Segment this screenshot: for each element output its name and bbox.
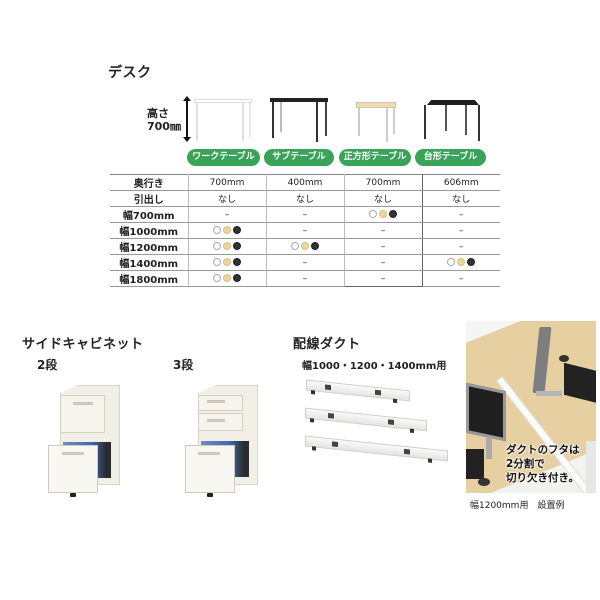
pill-square-table: 正方形テーブル — [339, 149, 411, 166]
duct-1400-image — [305, 435, 448, 463]
duct-1200-image — [305, 407, 427, 434]
height-label: 高さ 700㎜ — [147, 107, 181, 133]
white-swatch-icon — [447, 258, 456, 266]
white-swatch-icon — [213, 242, 221, 250]
black-swatch-icon — [311, 242, 319, 250]
row-label: 幅1000mm — [110, 222, 189, 239]
color-options — [188, 238, 267, 255]
table-cell: – — [266, 254, 345, 271]
table-row-w1000: 幅1000mm – – – — [110, 222, 500, 239]
table-cell: – — [422, 222, 500, 239]
black-swatch-icon — [233, 242, 241, 250]
table-cell: なし — [343, 190, 423, 207]
duct-1000-image — [306, 379, 410, 404]
row-label: 幅1400mm — [110, 254, 189, 271]
trapezoid-table-image — [421, 100, 481, 142]
square-table-image — [356, 102, 396, 142]
duct-section-title: 配線ダクト — [293, 337, 361, 352]
pill-work-table: ワークテーブル — [187, 149, 260, 166]
photo-caption: 幅1200mm用 設置例 — [470, 501, 565, 511]
white-swatch-icon — [213, 226, 221, 234]
work-table-image — [194, 99, 252, 142]
natural-swatch-icon — [223, 242, 231, 250]
table-cell: – — [422, 238, 500, 255]
white-swatch-icon — [213, 258, 221, 266]
table-cell: – — [343, 222, 423, 239]
table-cell: – — [343, 238, 423, 255]
natural-swatch-icon — [223, 258, 231, 266]
table-cell: – — [266, 222, 345, 239]
monitor-icon — [466, 382, 506, 442]
color-options — [266, 238, 345, 255]
cabinet-3-tier-image — [183, 385, 278, 500]
table-row-w1200: 幅1200mm – – — [110, 238, 500, 255]
white-swatch-icon — [369, 210, 377, 218]
row-label: 引出し — [110, 190, 189, 207]
cabinet-2-tier-label: 2段 — [37, 358, 58, 372]
table-cell: なし — [188, 190, 267, 207]
table-cell: – — [188, 206, 267, 223]
table-row-drawer: 引出し なし なし なし なし — [110, 190, 500, 207]
table-cell: – — [422, 206, 500, 223]
table-cell: 700mm — [188, 174, 267, 191]
row-label: 幅1200mm — [110, 238, 189, 255]
natural-swatch-icon — [457, 258, 466, 266]
row-label: 幅1800mm — [110, 270, 189, 287]
table-row-w1400: 幅1400mm – – — [110, 254, 500, 271]
black-swatch-icon — [233, 258, 241, 266]
table-cell: – — [266, 206, 345, 223]
natural-swatch-icon — [379, 210, 387, 218]
table-row-depth: 奥行き 700mm 400mm 700mm 606mm — [110, 174, 500, 191]
table-cell: なし — [422, 190, 500, 207]
black-swatch-icon — [467, 258, 476, 266]
black-swatch-icon — [233, 274, 241, 282]
cabinet-section-title: サイドキャビネット — [22, 337, 144, 352]
cabinet-2-tier-image — [45, 385, 140, 500]
pill-sub-table: サブテーブル — [264, 149, 334, 166]
mouse-icon — [478, 478, 490, 486]
color-options — [422, 254, 500, 271]
sub-table-image — [270, 98, 328, 142]
table-cell: 400mm — [266, 174, 345, 191]
cabinet-3-tier-label: 3段 — [173, 358, 194, 372]
height-label-line1: 高さ — [147, 107, 169, 120]
spec-table: 奥行き 700mm 400mm 700mm 606mm 引出し なし なし なし… — [110, 174, 500, 287]
table-cell: 606mm — [422, 174, 500, 191]
height-label-line2: 700㎜ — [147, 120, 181, 133]
table-cell: – — [422, 270, 500, 287]
duct-size-label: 幅1000・1200・1400mm用 — [302, 361, 447, 372]
black-swatch-icon — [233, 226, 241, 234]
black-swatch-icon — [389, 210, 397, 218]
table-row-w700: 幅700mm – – – — [110, 206, 500, 223]
table-cell: – — [343, 270, 423, 287]
table-cell: – — [343, 254, 423, 271]
table-row-w1800: 幅1800mm – – – — [110, 270, 500, 287]
natural-swatch-icon — [223, 226, 231, 234]
mouse-icon — [559, 355, 569, 362]
natural-swatch-icon — [301, 242, 309, 250]
height-arrow-icon — [183, 96, 191, 142]
natural-swatch-icon — [223, 274, 231, 282]
white-swatch-icon — [291, 242, 299, 250]
keyboard-icon — [466, 449, 484, 479]
table-cell: – — [266, 270, 345, 287]
row-label: 幅700mm — [110, 206, 189, 223]
desk-section-title: デスク — [108, 65, 152, 81]
color-options — [188, 254, 267, 271]
color-options — [343, 206, 423, 223]
color-options — [188, 222, 267, 239]
pill-trapezoid-table: 台形テーブル — [415, 149, 486, 166]
table-cell: なし — [266, 190, 345, 207]
white-swatch-icon — [213, 274, 221, 282]
row-label: 奥行き — [110, 174, 189, 191]
color-options — [188, 270, 267, 287]
photo-overlay-text: ダクトのフタは 2分割で 切り欠き付き。 — [506, 444, 580, 484]
table-cell: 700mm — [343, 174, 423, 191]
duct-installation-photo: ダクトのフタは 2分割で 切り欠き付き。 — [466, 321, 596, 493]
